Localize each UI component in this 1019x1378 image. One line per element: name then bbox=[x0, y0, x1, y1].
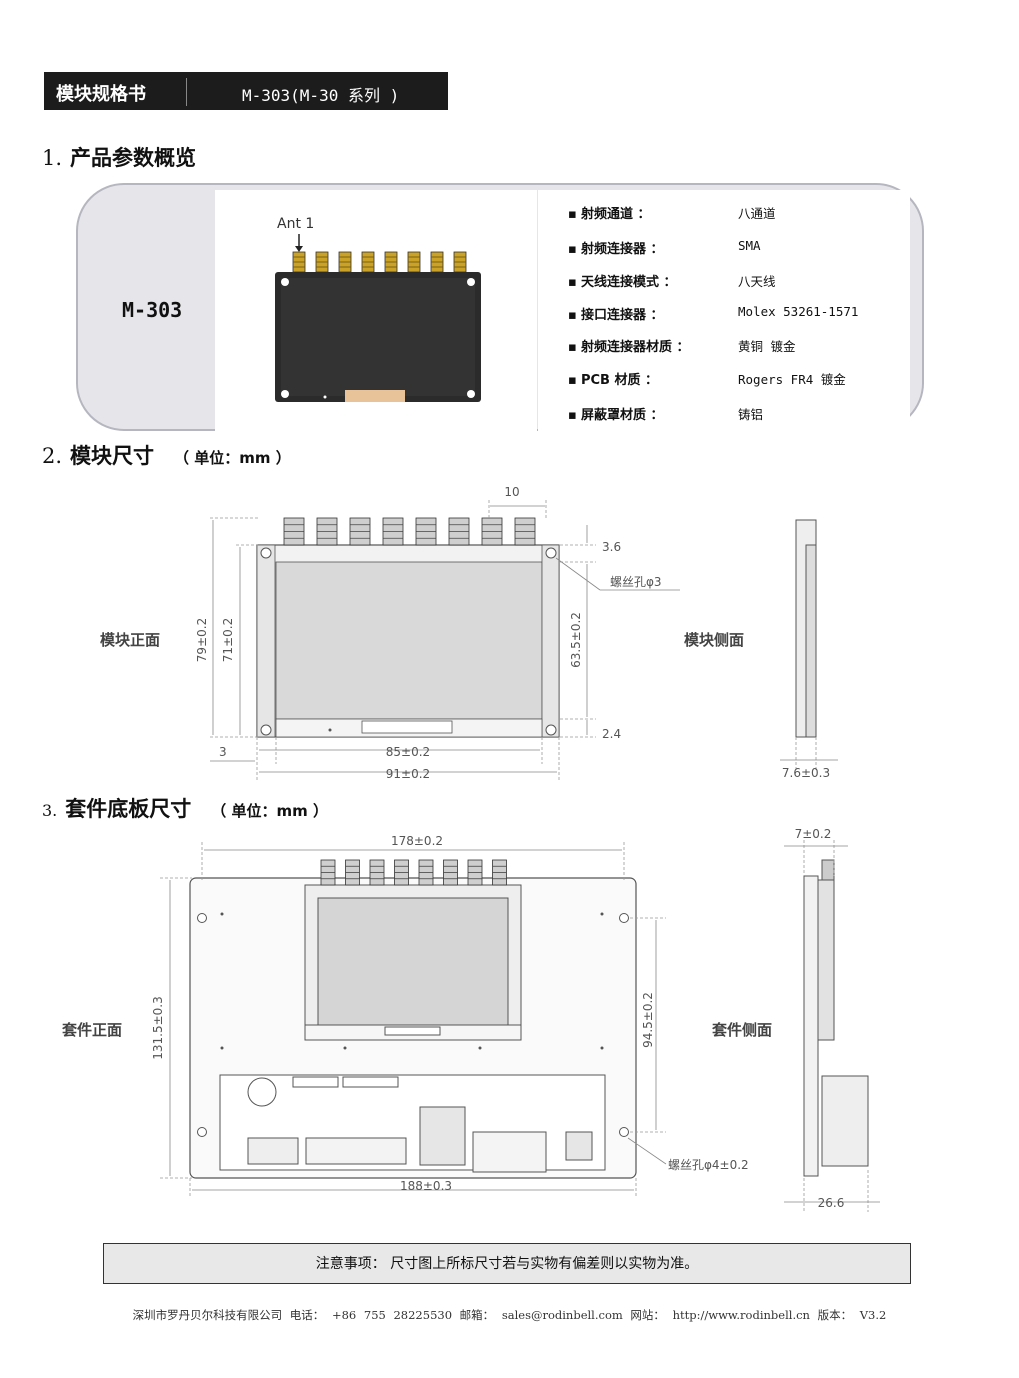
spec-key: 接口连接器 ： bbox=[580, 308, 664, 323]
module-side-label: 模块侧面 bbox=[684, 631, 745, 649]
section-2-text: 模块尺寸 bbox=[70, 444, 155, 468]
model-name: M-303 bbox=[122, 298, 183, 322]
spec-value: Rogers FR4 镀金 bbox=[738, 372, 846, 387]
header-doc-type: 模块规格书 bbox=[56, 84, 146, 105]
doc-header-bar: 模块规格书 M-303(M-30 系列 ) bbox=[44, 72, 448, 110]
header-model: M-303(M-30 系列 ) bbox=[242, 86, 400, 105]
spec-value: 八天线 bbox=[738, 274, 776, 289]
section-1-text: 产品参数概览 bbox=[70, 146, 197, 170]
spec-key: 天线连接模式 ： bbox=[580, 275, 677, 290]
dim-top: 3.6 bbox=[602, 540, 621, 554]
spec-row: ▪ 接口连接器 ：Molex 53261-1571 bbox=[568, 304, 859, 323]
spec-value: 八通道 bbox=[738, 206, 776, 221]
module-photo-graphic: Ant 1 bbox=[275, 216, 481, 402]
module-dimension-drawing: 10 3.6 螺丝孔φ3 2.4 3 85±0.2 91±0.2 7.6±0.3… bbox=[195, 485, 838, 781]
section-2-title: 2. 模块尺寸 （ 单位：mm ） bbox=[42, 440, 291, 470]
dim-w91: 91±0.2 bbox=[386, 767, 430, 781]
spec-row: ▪ PCB 材质 ：Rogers FR4 镀金 bbox=[568, 369, 846, 388]
kit-dim-w188: 188±0.3 bbox=[400, 1179, 452, 1193]
kit-dim-t26: 26.6 bbox=[818, 1196, 845, 1210]
spec-row: ▪ 射频连接器 ：SMA bbox=[568, 238, 761, 257]
dim-hole: 螺丝孔φ3 bbox=[610, 575, 662, 589]
section-3-unit: （ 单位：mm ） bbox=[211, 802, 328, 820]
spec-value: 黄铜 镀金 bbox=[738, 339, 796, 354]
spec-row: ▪ 射频连接器材质 ：黄铜 镀金 bbox=[568, 336, 796, 355]
kit-dim-w178: 178±0.2 bbox=[391, 834, 443, 848]
ant1-label: Ant 1 bbox=[277, 216, 314, 232]
dim-pitch: 10 bbox=[504, 485, 519, 499]
spec-row: ▪ 天线连接模式 ：八天线 bbox=[568, 271, 776, 290]
section-1-number: 1. bbox=[42, 146, 63, 170]
dim-left: 3 bbox=[219, 745, 227, 759]
kit-dim-t7: 7±0.2 bbox=[795, 827, 832, 841]
spec-key: PCB 材质 ： bbox=[580, 373, 658, 388]
page-footer: 深圳市罗丹贝尔科技有限公司 电话： +86 755 28225530 邮箱： s… bbox=[132, 1308, 887, 1322]
spec-row: ▪ 屏蔽罩材质 ：铸铝 bbox=[568, 404, 763, 423]
spec-value: SMA bbox=[738, 238, 761, 253]
kit-dimension-drawing: 178±0.2 7±0.2 螺丝孔φ4±0.2 188±0.3 26.6 131… bbox=[151, 827, 880, 1212]
section-3-text: 套件底板尺寸 bbox=[65, 797, 192, 821]
header-divider bbox=[186, 78, 187, 106]
spec-key: 射频连接器 ： bbox=[580, 242, 664, 257]
spec-value: Molex 53261-1571 bbox=[738, 304, 859, 319]
section-3-title: 3. 套件底板尺寸 （ 单位：mm ） bbox=[42, 793, 328, 823]
dim-h71: 71±0.2 bbox=[221, 618, 235, 662]
dim-bottom: 2.4 bbox=[602, 727, 621, 741]
module-front-label: 模块正面 bbox=[100, 631, 161, 649]
notice-box: 注意事项： 尺寸图上所标尺寸若与实物有偏差则以实物为准。 bbox=[103, 1243, 911, 1284]
kit-dim-h131: 131.5±0.3 bbox=[151, 996, 165, 1060]
spec-list: ▪ 射频通道 ：八通道 ▪ 射频连接器 ：SMA ▪ 天线连接模式 ：八天线 ▪… bbox=[538, 190, 910, 431]
kit-dim-h94: 94.5±0.2 bbox=[641, 992, 655, 1048]
spec-value: 铸铝 bbox=[738, 407, 764, 422]
dim-w85: 85±0.2 bbox=[386, 745, 430, 759]
section-3-number: 3. bbox=[42, 801, 58, 820]
dim-h79: 79±0.2 bbox=[195, 618, 209, 662]
kit-front-label: 套件正面 bbox=[62, 1021, 123, 1039]
dim-thick: 7.6±0.3 bbox=[782, 766, 830, 780]
dim-inner-h: 63.5±0.2 bbox=[569, 612, 583, 668]
spec-key: 射频通道 ： bbox=[580, 207, 651, 222]
spec-key: 射频连接器材质 ： bbox=[580, 340, 690, 355]
kit-dim-hole: 螺丝孔φ4±0.2 bbox=[668, 1158, 749, 1172]
section-1-title: 1. 产品参数概览 bbox=[42, 142, 196, 172]
spec-key: 屏蔽罩材质 ： bbox=[580, 408, 664, 423]
spec-row: ▪ 射频通道 ：八通道 bbox=[568, 203, 776, 222]
kit-side-label: 套件侧面 bbox=[712, 1021, 773, 1039]
module-photo: Ant 1 bbox=[215, 190, 537, 431]
section-2-number: 2. bbox=[42, 444, 63, 468]
section-2-unit: （ 单位：mm ） bbox=[174, 449, 291, 467]
